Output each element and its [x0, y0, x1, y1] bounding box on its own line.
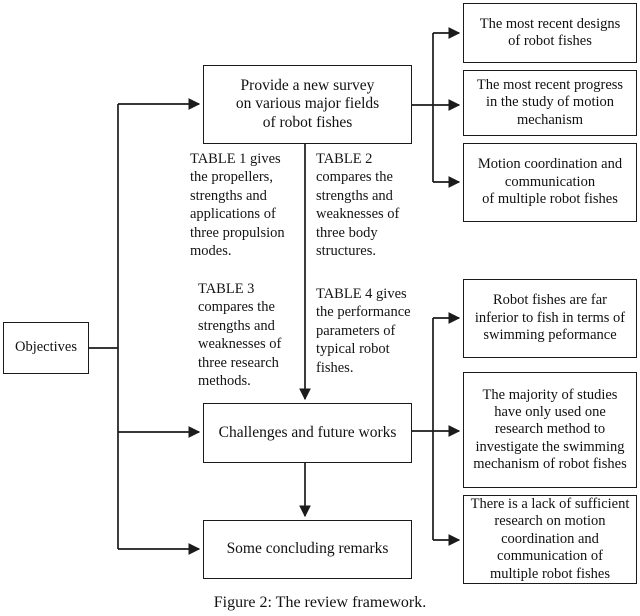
node-most-recent-designs[interactable]: The most recent designs of robot fishes [463, 3, 637, 63]
node-some-concluding-remarks-label: Some concluding remarks [226, 540, 389, 558]
node-challenges-and-future-works[interactable]: Challenges and future works [203, 403, 412, 463]
node-some-concluding-remarks[interactable]: Some concluding remarks [203, 520, 412, 579]
node-provide-new-survey[interactable]: Provide a new survey on various major fi… [203, 65, 412, 144]
node-motion-coordination[interactable]: Motion coordination and communication of… [463, 143, 637, 222]
annotation-table-1: TABLE 1 gives the propellers, strengths … [190, 151, 285, 260]
annotation-table-3: TABLE 3 compares the strengths and weakn… [198, 281, 282, 390]
node-most-recent-designs-label: The most recent designs of robot fishes [479, 15, 621, 49]
node-robot-fishes-inferior-label: Robot fishes are far inferior to fish in… [474, 292, 626, 344]
node-most-recent-progress-label: The most recent progress in the study of… [476, 76, 624, 128]
node-objectives[interactable]: Objectives [3, 322, 89, 374]
figure-caption: Figure 2: The review framework. [213, 594, 427, 611]
node-motion-coordination-label: Motion coordination and communication of… [477, 156, 623, 208]
node-most-recent-progress[interactable]: The most recent progress in the study of… [463, 70, 637, 136]
annotation-table-4: TABLE 4 gives the performance parameters… [316, 286, 411, 376]
node-objectives-label: Objectives [14, 339, 77, 356]
node-challenges-and-future-works-label: Challenges and future works [218, 423, 397, 441]
node-majority-of-studies-label: The majority of studies have only used o… [473, 386, 627, 473]
node-lack-of-sufficient-research[interactable]: There is a lack of sufficient research o… [463, 495, 637, 584]
node-provide-new-survey-label: Provide a new survey on various major fi… [235, 76, 380, 131]
annotation-table-2: TABLE 2 compares the strengths and weakn… [316, 151, 400, 260]
node-robot-fishes-inferior[interactable]: Robot fishes are far inferior to fish in… [463, 279, 637, 358]
node-majority-of-studies[interactable]: The majority of studies have only used o… [463, 372, 637, 488]
node-lack-of-sufficient-research-label: There is a lack of sufficient research o… [470, 496, 630, 582]
